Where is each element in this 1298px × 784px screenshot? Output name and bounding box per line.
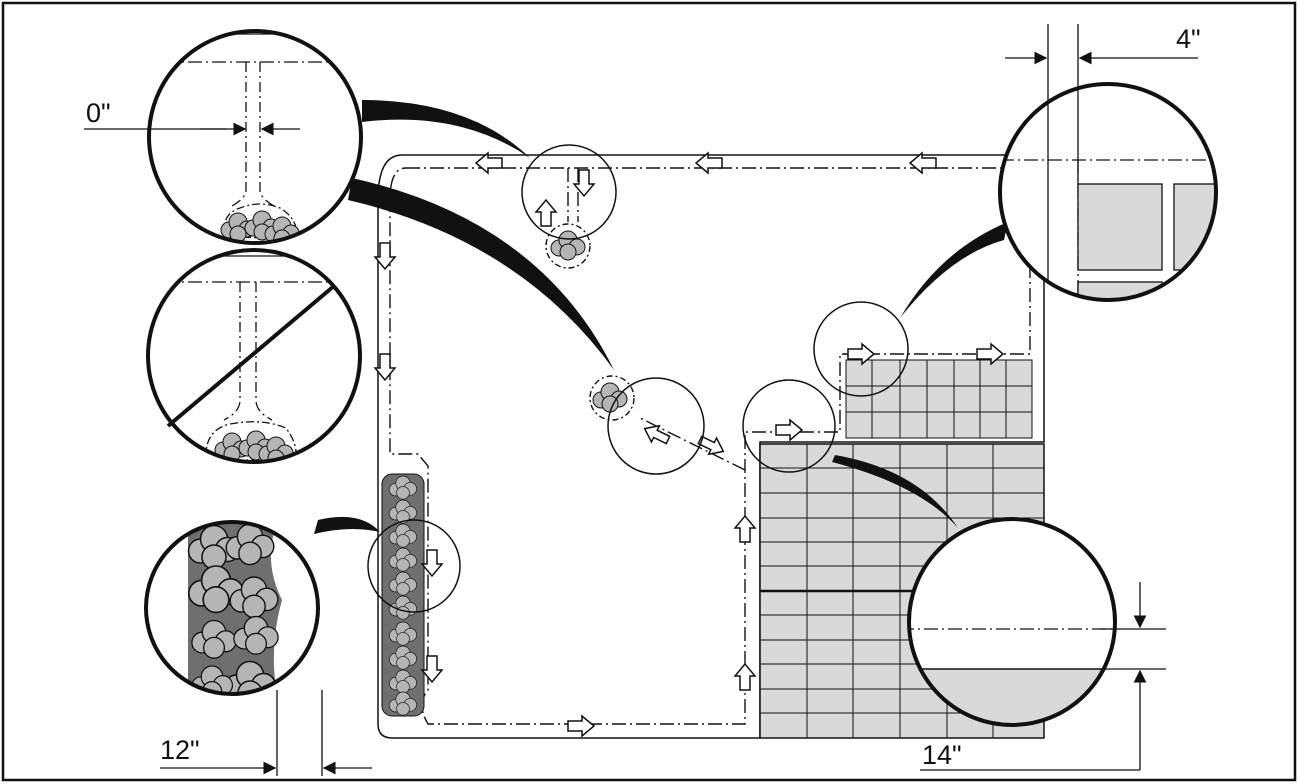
detail-circle-hedge [144,520,372,776]
dimension-label-fourteen: 14" [922,740,962,770]
wire-loop-top [545,223,591,269]
dimension-label-twelve: 12" [160,735,200,765]
detail-circle-incorrect [146,248,362,464]
detail-circle-zero-gap [84,29,363,245]
outline-arrow-icon [373,151,1005,738]
detail-circle-paving-corner [998,24,1218,302]
callout-pointers [314,100,1008,534]
cross-out-line [166,284,336,428]
shrub-icon [550,230,628,413]
detail-source-circles [367,144,909,613]
wire-loop-center [589,375,635,421]
paving-small [845,359,1033,439]
boundary-wire [389,167,1031,725]
dimension-label-four: 4" [1176,24,1201,54]
hedge [381,473,425,717]
dimension-label-zero: 0" [86,98,111,128]
detail-circle-paving-edge [907,517,1166,771]
